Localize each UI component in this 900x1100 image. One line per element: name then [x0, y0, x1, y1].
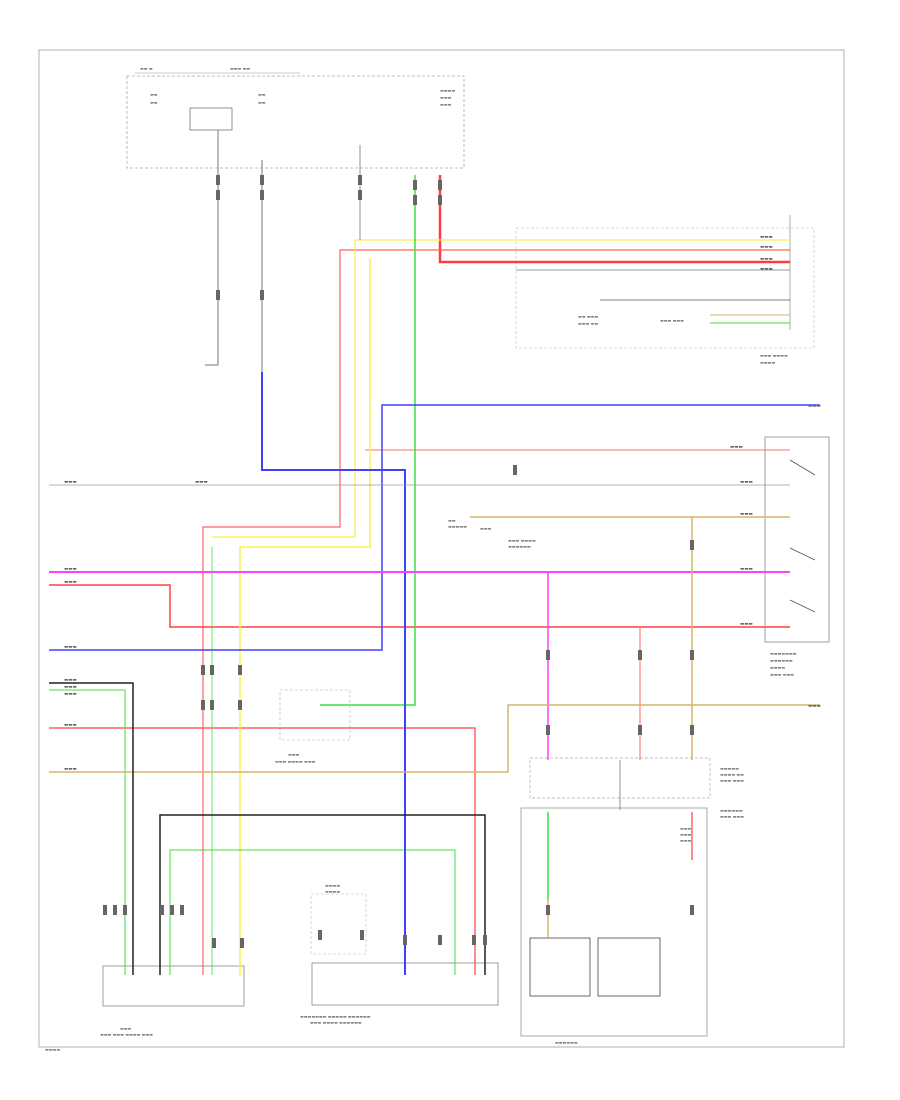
svg-text:▬▬▬: ▬▬▬: [740, 512, 753, 517]
shift-lock-solenoid: ▬▬▬▬▬ ▬▬▬▬ ▬▬ ▬▬▬ ▬▬▬ ▬▬▬▬▬▬ ▬▬▬ ▬▬▬ ▬▬▬…: [520, 757, 744, 1045]
svg-text:▬▬ ▬▬▬: ▬▬ ▬▬▬: [578, 314, 598, 319]
transmission-range-switch: ▬▬▬▬▬▬▬ ▬▬▬▬▬▬ ▬▬▬▬ ▬▬▬ ▬▬▬: [764, 436, 830, 677]
svg-text:▬▬▬: ▬▬▬: [740, 480, 753, 485]
svg-text:▬▬: ▬▬: [448, 518, 456, 523]
svg-text:▬▬▬▬▬▬▬ ▬▬▬▬▬ ▬▬▬▬▬▬: ▬▬▬▬▬▬▬ ▬▬▬▬▬ ▬▬▬▬▬▬: [300, 1014, 371, 1019]
svg-text:▬▬▬▬: ▬▬▬▬: [760, 360, 775, 365]
svg-text:▬▬▬: ▬▬▬: [64, 678, 77, 683]
diagram-border: [38, 49, 845, 1048]
svg-text:▬▬▬: ▬▬▬: [740, 622, 753, 627]
svg-text:▬▬▬ ▬▬▬: ▬▬▬ ▬▬▬: [720, 778, 744, 783]
svg-text:▬▬▬: ▬▬▬: [480, 526, 492, 531]
wire-black-2: [159, 814, 486, 975]
svg-text:▬▬▬▬▬▬: ▬▬▬▬▬▬: [720, 808, 743, 813]
svg-text:▬▬▬ ▬▬▬▬ ▬▬▬▬▬▬: ▬▬▬ ▬▬▬▬ ▬▬▬▬▬▬: [310, 1020, 362, 1025]
wire-labels: ▬▬▬ ▬▬▬ ▬▬▬ ▬▬▬ ▬▬▬ ▬▬▬ ▬▬▬ ▬▬▬ ▬▬▬ ▬▬▬ …: [64, 235, 821, 772]
wire-black-1: [49, 682, 134, 975]
svg-text:▬▬▬▬: ▬▬▬▬: [440, 88, 455, 93]
svg-text:▬▬▬: ▬▬▬: [288, 752, 300, 757]
svg-text:▬▬▬▬▬▬: ▬▬▬▬▬▬: [555, 1040, 578, 1045]
left-under-dash-fuse-block: ▬▬▬ ▬▬▬ ▬▬▬ ▬▬▬▬ ▬▬▬: [100, 965, 245, 1037]
svg-text:▬▬▬▬ ▬▬: ▬▬▬▬ ▬▬: [720, 772, 744, 777]
svg-text:▬▬▬: ▬▬▬: [808, 404, 821, 409]
svg-text:▬▬▬: ▬▬▬: [760, 245, 773, 250]
svg-text:▬▬▬ ▬▬▬: ▬▬▬ ▬▬▬: [770, 672, 794, 677]
engine-control-module: ▬▬▬ ▬▬▬ ▬▬▬▬ ▬▬▬: [275, 689, 351, 764]
svg-text:▬▬▬: ▬▬▬: [64, 723, 77, 728]
svg-text:▬▬▬: ▬▬▬: [195, 480, 208, 485]
svg-text:▬▬▬▬▬▬▬: ▬▬▬▬▬▬▬: [770, 651, 797, 656]
wire-red-2: [202, 249, 790, 975]
svg-text:▬▬▬: ▬▬▬: [680, 826, 692, 831]
svg-text:▬▬▬: ▬▬▬: [440, 102, 452, 107]
wire-red-4: [49, 584, 790, 628]
svg-text:▬▬▬ ▬▬: ▬▬▬ ▬▬: [578, 321, 598, 326]
wire-green-4: [169, 849, 456, 975]
svg-text:▬▬▬▬▬: ▬▬▬▬▬: [448, 524, 467, 529]
connector-markers: [103, 175, 694, 948]
svg-text:▬▬▬: ▬▬▬: [64, 692, 77, 697]
svg-text:▬▬: ▬▬: [150, 100, 158, 105]
svg-text:▬▬▬ ▬▬▬: ▬▬▬ ▬▬▬: [720, 814, 744, 819]
hazard-switch-assembly: ▬▬▬▬ ▬▬▬▬ ▬▬▬▬▬▬▬ ▬▬▬▬▬ ▬▬▬▬▬▬ ▬▬▬ ▬▬▬▬ …: [300, 883, 499, 1025]
svg-text:▬▬▬ ▬▬: ▬▬▬ ▬▬: [230, 66, 250, 71]
wire-green-2: [49, 689, 126, 975]
shift-solenoid-indicator: ▬▬▬ ▬▬ ▬▬▬▬▬ ▬▬▬ ▬▬▬▬ ▬▬▬▬▬▬: [448, 518, 536, 549]
wire-yellow-2: [239, 258, 371, 975]
wire-gray-2: [205, 130, 219, 366]
svg-text:▬▬▬: ▬▬▬: [680, 832, 692, 837]
svg-text:▬▬▬: ▬▬▬: [808, 704, 821, 709]
svg-text:▬▬▬: ▬▬▬: [120, 1026, 132, 1031]
footer-label: ▬▬▬▬: [45, 1047, 60, 1052]
svg-text:▬▬▬ ▬▬▬: ▬▬▬ ▬▬▬: [660, 318, 684, 323]
svg-text:▬▬▬ ▬▬▬ ▬▬▬▬ ▬▬▬: ▬▬▬ ▬▬▬ ▬▬▬▬ ▬▬▬: [100, 1032, 153, 1037]
power-distribution-box: ▬▬ ▬ ▬▬▬ ▬▬ ▬▬▬▬ ▬▬▬ ▬▬▬ ▬▬ ▬▬ ▬▬ ▬▬: [126, 66, 465, 169]
svg-text:▬▬: ▬▬: [258, 100, 266, 105]
svg-text:▬▬▬: ▬▬▬: [64, 580, 77, 585]
svg-text:▬▬▬▬▬▬: ▬▬▬▬▬▬: [508, 544, 531, 549]
svg-text:▬▬▬: ▬▬▬: [730, 445, 743, 450]
svg-text:▬▬▬▬: ▬▬▬▬: [325, 883, 340, 888]
wire-green-1: [320, 175, 416, 706]
svg-text:▬▬▬: ▬▬▬: [760, 235, 773, 240]
svg-text:▬▬: ▬▬: [150, 92, 158, 97]
svg-text:▬▬▬: ▬▬▬: [440, 95, 452, 100]
svg-text:▬▬▬: ▬▬▬: [680, 838, 692, 843]
wire-red-3: [49, 727, 476, 975]
svg-text:▬▬▬▬▬▬: ▬▬▬▬▬▬: [770, 658, 793, 663]
wire-tan-3: [49, 704, 820, 773]
wire-blue-2: [49, 404, 820, 651]
svg-text:▬▬▬ ▬▬▬▬: ▬▬▬ ▬▬▬▬: [508, 538, 536, 543]
svg-text:▬▬▬: ▬▬▬: [64, 645, 77, 650]
wire-yellow-1: [212, 239, 790, 538]
svg-text:▬▬▬▬: ▬▬▬▬: [325, 889, 340, 894]
svg-text:▬▬▬ ▬▬▬▬: ▬▬▬ ▬▬▬▬: [760, 353, 788, 358]
svg-text:▬▬▬: ▬▬▬: [760, 257, 773, 262]
svg-text:▬▬▬: ▬▬▬: [64, 767, 77, 772]
svg-text:▬▬ ▬: ▬▬ ▬: [140, 66, 153, 71]
svg-text:▬▬▬: ▬▬▬: [64, 685, 77, 690]
svg-text:▬▬▬ ▬▬▬▬ ▬▬▬: ▬▬▬ ▬▬▬▬ ▬▬▬: [275, 759, 316, 764]
svg-text:▬▬▬: ▬▬▬: [64, 567, 77, 572]
svg-text:▬▬▬▬: ▬▬▬▬: [770, 665, 785, 670]
svg-text:▬▬▬: ▬▬▬: [740, 567, 753, 572]
shift-position-indicator: ▬▬▬ ▬▬▬▬ ▬▬▬▬ ▬▬ ▬▬▬ ▬▬▬ ▬▬ ▬▬▬ ▬▬▬: [515, 215, 815, 365]
svg-text:▬▬▬: ▬▬▬: [64, 480, 77, 485]
svg-text:▬▬: ▬▬: [258, 92, 266, 97]
svg-text:▬▬▬▬▬: ▬▬▬▬▬: [720, 766, 739, 771]
wire-blue-1: [261, 372, 406, 975]
svg-text:▬▬▬: ▬▬▬: [760, 267, 773, 272]
wire-red-1: [438, 175, 790, 264]
